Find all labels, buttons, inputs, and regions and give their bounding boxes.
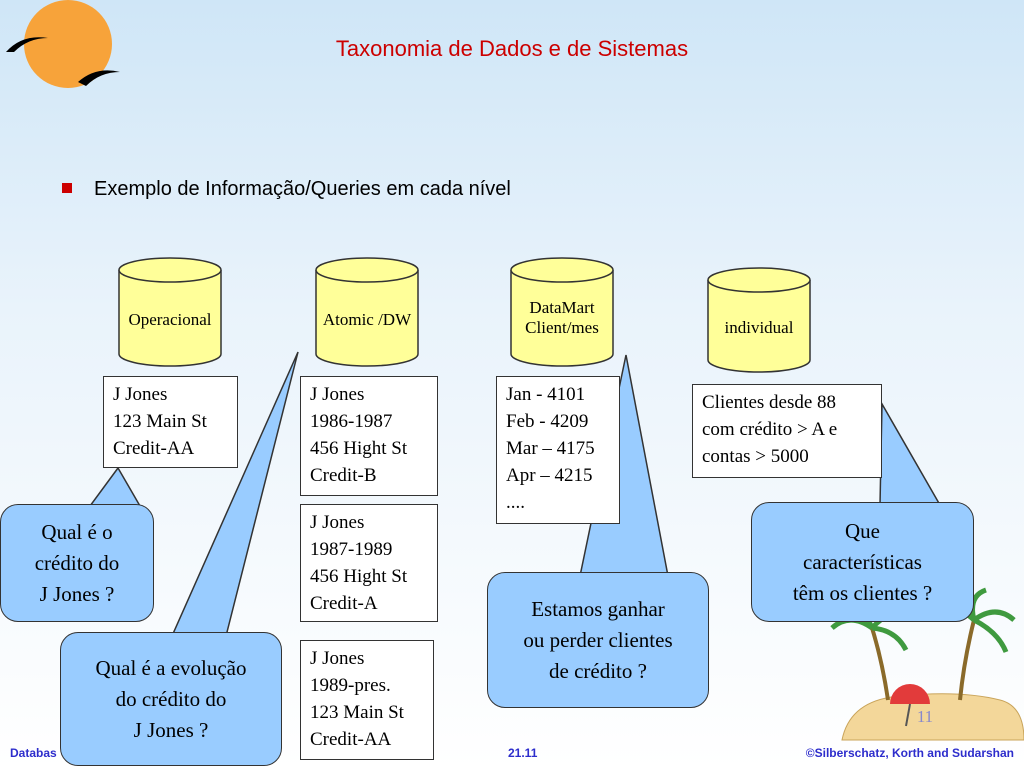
data-box-datamart: Jan - 4101 Feb - 4209 Mar – 4175 Apr – 4… [496,376,620,524]
footer-slide-number: 21.11 [508,746,538,760]
callout-pointer-q1 [88,466,142,507]
db-label-individual: individual [724,318,794,337]
footer-left: Databas [10,746,57,760]
slide-title: Taxonomia de Dados e de Sistemas [335,36,689,61]
data-box-operacional: J Jones 123 Main St Credit-AA [103,376,238,468]
data-box-atomic-3: J Jones 1989-pres. 123 Main St Credit-AA [300,640,434,760]
data-box-individual: Clientes desde 88 com crédito > A e cont… [692,384,882,478]
bullet-item: Exemplo de Informação/Queries em cada ní… [62,178,511,201]
db-label-operacional: Operacional [128,310,212,329]
callout-pointer-q4 [879,401,942,506]
database-cylinder-atomic [315,257,419,367]
db-label-datamart: DataMart Client/mes [525,298,599,337]
db-label-atomic: Atomic /DW [322,310,412,329]
bullet-marker-icon [62,183,72,193]
footer-copyright: ©Silberschatz, Korth and Sudarshan [805,746,1014,760]
page-number: 11 [916,707,934,726]
sun-icon [24,0,112,88]
database-cylinder-datamart [510,257,614,367]
bullet-text: Exemplo de Informação/Queries em cada ní… [94,178,511,200]
data-box-atomic-2: J Jones 1987-1989 456 Hight St Credit-A [300,504,438,622]
data-box-atomic-1: J Jones 1986-1987 456 Hight St Credit-B [300,376,438,496]
database-cylinder-individual [707,267,811,373]
callout-q3: Estamos ganhar ou perder clientes de cré… [487,572,709,708]
callout-q4: Que características têm os clientes ? [751,502,974,622]
callout-q2: Qual é a evolução do crédito do J Jones … [60,632,282,766]
bird-icon [6,37,48,52]
database-cylinder-operacional [118,257,222,367]
callout-q1: Qual é o crédito do J Jones ? [0,504,154,622]
bird-icon [78,70,120,86]
